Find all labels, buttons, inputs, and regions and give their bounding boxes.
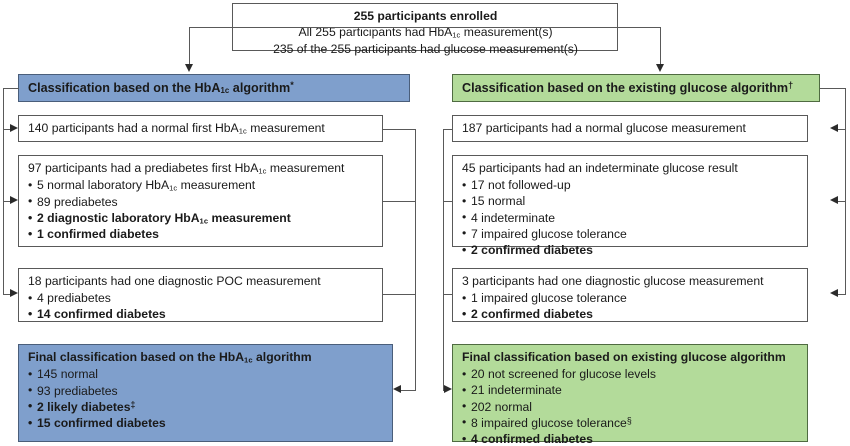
glucose-final-box: Final classification based on existing g… [452,344,808,446]
hba1c-prediabetes-list: 5 normal laboratory HbA1c measurement 89… [28,177,374,242]
list-item: 145 normal [28,366,384,382]
list-item: 2 likely diabetes‡ [28,398,384,415]
list-item: 8 impaired glucose tolerance§ [462,414,799,431]
glucose-indeterminate-list: 17 not followed-up 15 normal 4 indetermi… [462,177,799,258]
arrow-left-to-hba1c-final [393,385,401,393]
hba1c-final-list: 145 normal 93 prediabetes 2 likely diabe… [28,366,384,431]
hba1c-final-title: Final classification based on the HbA1c … [28,350,312,365]
glucose-indeterminate-box: 45 participants had an indeterminate glu… [452,155,808,258]
connector-enroll-left-vertical [189,27,191,66]
right-spine-stub-normal [838,129,846,131]
arrow-right-to-hba1c-normal [10,124,18,132]
list-item: 2 confirmed diabetes [462,242,799,258]
glucose-diagnostic-title: 3 participants had one diagnostic glucos… [462,274,764,288]
list-item: 1 confirmed diabetes [28,226,374,242]
hba1c-final-box: Final classification based on the HbA1c … [18,344,393,442]
arrow-right-to-hba1c-prediabetes [10,196,18,204]
enrollment-hba1c-line: All 255 participants had HbA1c measureme… [298,25,553,40]
glucose-diagnostic-list: 1 impaired glucose tolerance 2 confirmed… [462,290,799,323]
list-item: 93 prediabetes [28,382,384,399]
subscript-1c: 1c [258,166,267,176]
glucose-normal-box: 187 participants had a normal glucose me… [452,115,808,142]
right-inner-stub-normal [443,129,453,131]
arrow-left-to-glucose-indeterminate [830,196,838,204]
subscript-1c: 1c [452,30,461,40]
glucose-final-list: 20 not screened for glucose levels 21 in… [462,366,799,446]
enrollment-glucose-line: 235 of the 255 participants had glucose … [273,41,578,56]
hba1c-poc-list: 4 prediabetes 14 confirmed diabetes [28,290,374,323]
list-item: 202 normal [462,398,799,415]
subscript-1c: 1c [169,183,178,193]
list-item: 89 prediabetes [28,193,374,210]
left-inner-stub-poc [383,294,416,296]
list-item: 4 indeterminate [462,209,799,226]
arrow-left-to-glucose-normal [830,124,838,132]
right-inner-stub-diagnostic [443,294,453,296]
left-outer-spine [3,88,5,294]
arrow-down-to-glucose-header [656,64,664,72]
glucose-diagnostic-box: 3 participants had one diagnostic glucos… [452,268,808,322]
arrow-left-to-glucose-diagnostic [830,289,838,297]
list-item: 15 normal [462,193,799,209]
arrow-down-to-hba1c-header [185,64,193,72]
left-inner-to-final [401,390,416,392]
left-spine-stub-poc [3,294,11,296]
arrow-right-to-hba1c-poc [10,289,18,297]
hba1c-algorithm-header: Classification based on the HbA1c algori… [18,74,410,102]
left-spine-stub-prediabetes [3,201,11,203]
hba1c-header-text: Classification based on the HbA1c algori… [28,80,294,96]
glucose-algorithm-header: Classification based on the existing glu… [452,74,820,102]
glucose-indeterminate-title: 45 participants had an indeterminate glu… [462,161,738,175]
list-item: 21 indeterminate [462,382,799,398]
hba1c-poc-box: 18 participants had one diagnostic POC m… [18,268,383,322]
footnote-marker-dagger: † [788,80,794,91]
glucose-final-title: Final classification based on existing g… [462,350,786,364]
arrow-right-to-glucose-final [444,385,452,393]
hba1c-poc-title: 18 participants had one diagnostic POC m… [28,274,321,288]
footnote-marker-section: § [626,415,632,426]
left-spine-to-header [3,88,19,90]
right-inner-stub-indeterminate [443,201,453,203]
right-spine-stub-diagnostic [838,294,846,296]
left-inner-spine [415,129,417,391]
right-spine-stub-indeterminate [838,201,846,203]
footnote-marker-dagger-double: ‡ [130,399,136,410]
connector-enroll-right-vertical [660,27,662,66]
subscript-1c: 1c [199,216,209,226]
left-spine-stub-normal [3,129,11,131]
list-item: 15 confirmed diabetes [28,415,384,431]
hba1c-normal-box: 140 participants had a normal first HbA1… [18,115,383,142]
subscript-1c: 1c [238,126,247,136]
list-item: 17 not followed-up [462,177,799,193]
list-item: 5 normal laboratory HbA1c measurement [28,177,374,194]
hba1c-normal-text: 140 participants had a normal first HbA1… [28,121,325,136]
list-item: 7 impaired glucose tolerance [462,225,799,242]
connector-enroll-horizontal [189,27,661,29]
list-item: 20 not screened for glucose levels [462,366,799,382]
right-outer-spine [845,88,847,294]
footnote-marker-asterisk: * [290,80,294,91]
left-inner-stub-normal [383,129,416,131]
glucose-header-text: Classification based on the existing glu… [462,80,794,96]
list-item: 2 confirmed diabetes [462,306,799,322]
list-item: 14 confirmed diabetes [28,306,374,322]
list-item: 4 prediabetes [28,290,374,306]
hba1c-prediabetes-box: 97 participants had a prediabetes first … [18,155,383,247]
glucose-normal-text: 187 participants had a normal glucose me… [462,121,746,136]
subscript-1c: 1c [244,355,253,365]
list-item: 1 impaired glucose tolerance [462,290,799,306]
left-inner-stub-prediabetes [383,201,416,203]
enrollment-title: 255 participants enrolled [353,9,498,23]
list-item: 4 confirmed diabetes [462,431,799,446]
list-item: 2 diagnostic laboratory HbA1c measuremen… [28,210,374,227]
right-inner-spine [443,129,445,391]
subscript-1c: 1c [220,86,230,96]
hba1c-prediabetes-title: 97 participants had a prediabetes first … [28,161,345,176]
right-spine-to-header [820,88,846,90]
